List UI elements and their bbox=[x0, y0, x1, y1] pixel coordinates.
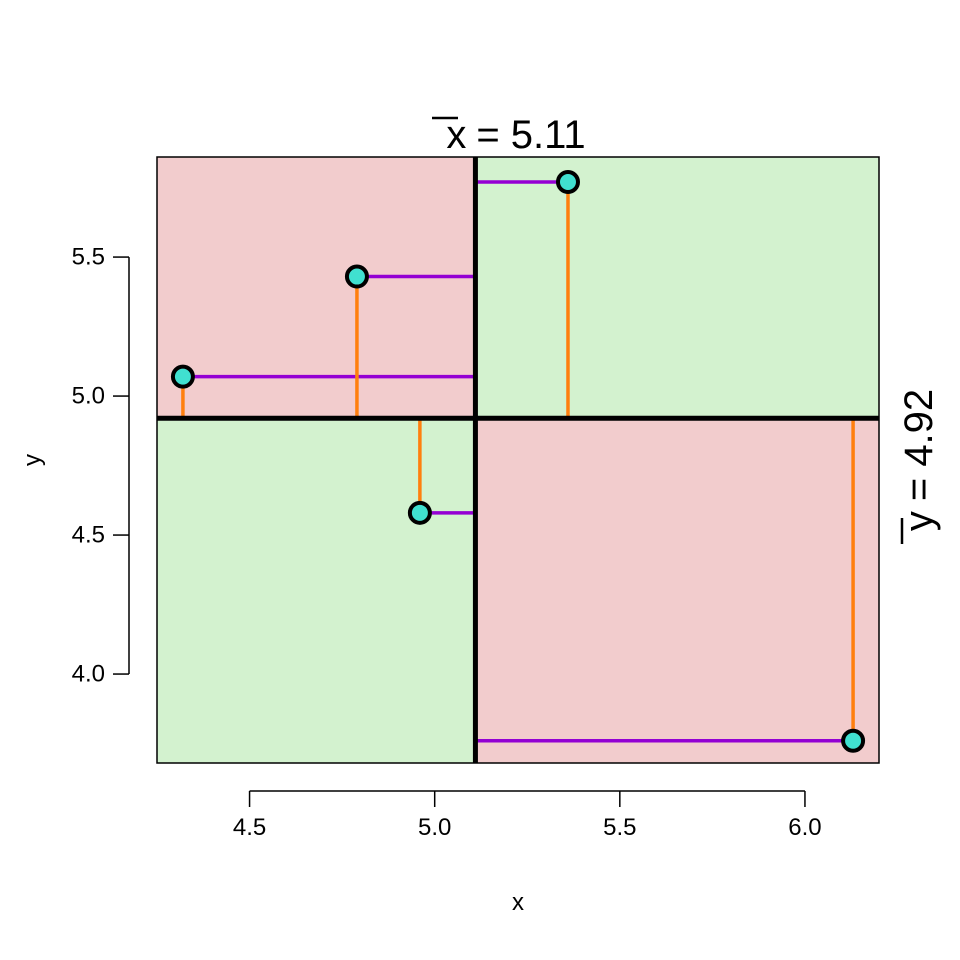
y-tick-label-3: 5.0 bbox=[72, 383, 105, 410]
x-tick-label-2: 5.0 bbox=[418, 814, 451, 841]
x-mean-value: = 5.11 bbox=[476, 113, 585, 157]
x-tick-label-1: 4.5 bbox=[233, 814, 266, 841]
y-tick-label-4: 5.5 bbox=[72, 244, 105, 271]
quadrant-backgrounds bbox=[157, 157, 879, 763]
y-mean-symbol: y bbox=[897, 511, 941, 531]
data-points bbox=[170, 170, 866, 753]
y-mean-label: y = 4.92 bbox=[897, 389, 941, 531]
data-point-4 bbox=[555, 170, 580, 195]
data-point-3 bbox=[407, 500, 432, 525]
data-point-1 bbox=[170, 364, 195, 389]
y-axis-label: y bbox=[19, 454, 46, 466]
x-mean-symbol: x bbox=[446, 113, 466, 157]
quadrant-bottom-right bbox=[475, 418, 879, 763]
data-point-2 bbox=[344, 264, 369, 289]
mean-lines bbox=[157, 157, 879, 763]
quadrant-top-right bbox=[475, 157, 879, 419]
y-mean-value: = 4.92 bbox=[897, 389, 941, 501]
data-point-5 bbox=[841, 728, 866, 753]
quadrant-bottom-left bbox=[157, 418, 476, 763]
x-tick-label-3: 5.5 bbox=[603, 814, 636, 841]
plot-frame bbox=[156, 156, 880, 764]
quadrant-top-left bbox=[157, 157, 476, 419]
y-axis: 4.0 4.5 5.0 5.5 bbox=[72, 244, 130, 688]
x-axis-label: x bbox=[512, 889, 524, 916]
x-axis: 4.5 5.0 5.5 6.0 bbox=[233, 790, 822, 841]
y-tick-label-1: 4.0 bbox=[72, 661, 105, 688]
x-mean-label: x= 5.11 bbox=[446, 113, 585, 157]
x-tick-label-4: 6.0 bbox=[788, 814, 821, 841]
y-tick-label-2: 4.5 bbox=[72, 522, 105, 549]
